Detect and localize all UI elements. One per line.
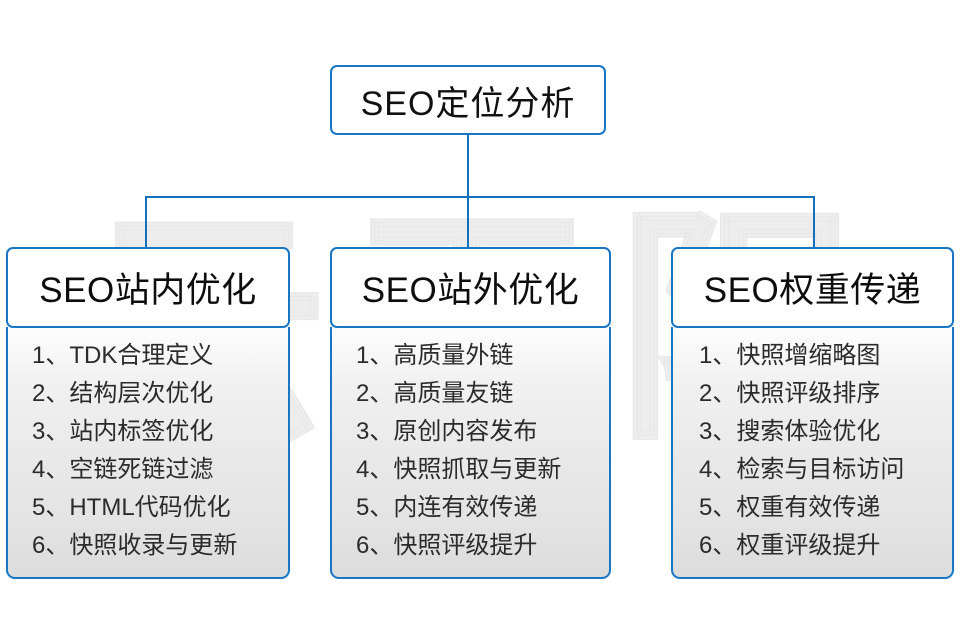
list-item: 2、快照评级排序 [699,380,881,407]
root-node-label: SEO定位分析 [360,84,576,123]
branch-header-2[interactable]: SEO站外优化 [330,247,611,328]
list-item: 2、高质量友链 [356,380,514,407]
list-item: 3、站内标签优化 [32,418,214,445]
branch-header-3[interactable]: SEO权重传递 [671,247,954,328]
list-item: 4、快照抓取与更新 [356,456,562,483]
list-item: 1、快照增缩略图 [699,342,881,369]
root-node[interactable]: SEO定位分析 [330,65,606,135]
list-item: 6、权重评级提升 [699,532,881,559]
list-item: 1、TDK合理定义 [32,342,214,369]
list-item: 4、空链死链过滤 [32,456,214,483]
branch-body-2: 1、高质量外链 2、高质量友链 3、原创内容发布 4、快照抓取与更新 5、内连有… [330,327,611,579]
connector-root-trunk [467,135,469,198]
connector-drop-column-1 [145,196,147,248]
branch-header-label-1: SEO站内优化 [39,271,257,310]
list-item: 5、HTML代码优化 [32,494,231,521]
branch-header-1[interactable]: SEO站内优化 [6,247,290,328]
branch-header-label-3: SEO权重传递 [703,271,922,310]
list-item: 3、原创内容发布 [356,418,538,445]
connector-horizontal-bus [145,196,815,198]
connector-drop-column-3 [813,196,815,248]
list-item: 2、结构层次优化 [32,380,214,407]
branch-body-1: 1、TDK合理定义 2、结构层次优化 3、站内标签优化 4、空链死链过滤 5、H… [6,327,290,579]
list-item: 3、搜索体验优化 [699,418,881,445]
branch-header-label-2: SEO站外优化 [361,271,580,310]
branch-column-1: SEO站内优化 1、TDK合理定义 2、结构层次优化 3、站内标签优化 4、空链… [6,247,290,579]
branch-column-3: SEO权重传递 1、快照增缩略图 2、快照评级排序 3、搜索体验优化 4、检索与… [671,247,954,579]
list-item: 6、快照收录与更新 [32,532,238,559]
connector-drop-column-2 [467,196,469,248]
list-item: 1、高质量外链 [356,342,514,369]
list-item: 5、权重有效传递 [699,494,881,521]
branch-body-3: 1、快照增缩略图 2、快照评级排序 3、搜索体验优化 4、检索与目标访问 5、权… [671,327,954,579]
list-item: 5、内连有效传递 [356,494,538,521]
list-item: 6、快照评级提升 [356,532,538,559]
list-item: 4、检索与目标访问 [699,456,905,483]
branch-column-2: SEO站外优化 1、高质量外链 2、高质量友链 3、原创内容发布 4、快照抓取与… [330,247,611,579]
